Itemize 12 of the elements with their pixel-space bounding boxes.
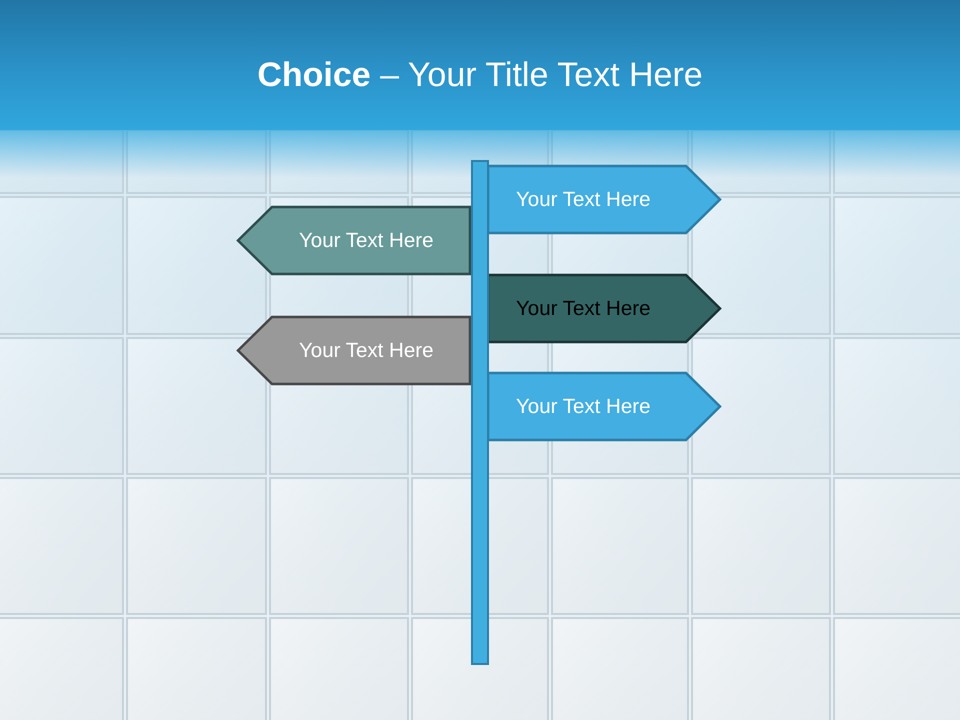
signpost-arrow [237, 206, 471, 275]
signpost-arrow [487, 274, 721, 343]
sign-text: Your Text Here [516, 188, 650, 212]
slide-title: Choice – Your Title Text Here [257, 56, 703, 94]
signpost-arrow [487, 165, 721, 234]
sign-text: Your Text Here [299, 338, 434, 362]
sign-text: Your Text Here [299, 228, 434, 252]
signpost-arrow [237, 316, 471, 385]
sign-text: Your Text Here [516, 394, 650, 418]
signpost-pole [471, 160, 489, 665]
signpost-arrow [487, 372, 721, 441]
sign-text: Your Text Here [516, 296, 650, 320]
